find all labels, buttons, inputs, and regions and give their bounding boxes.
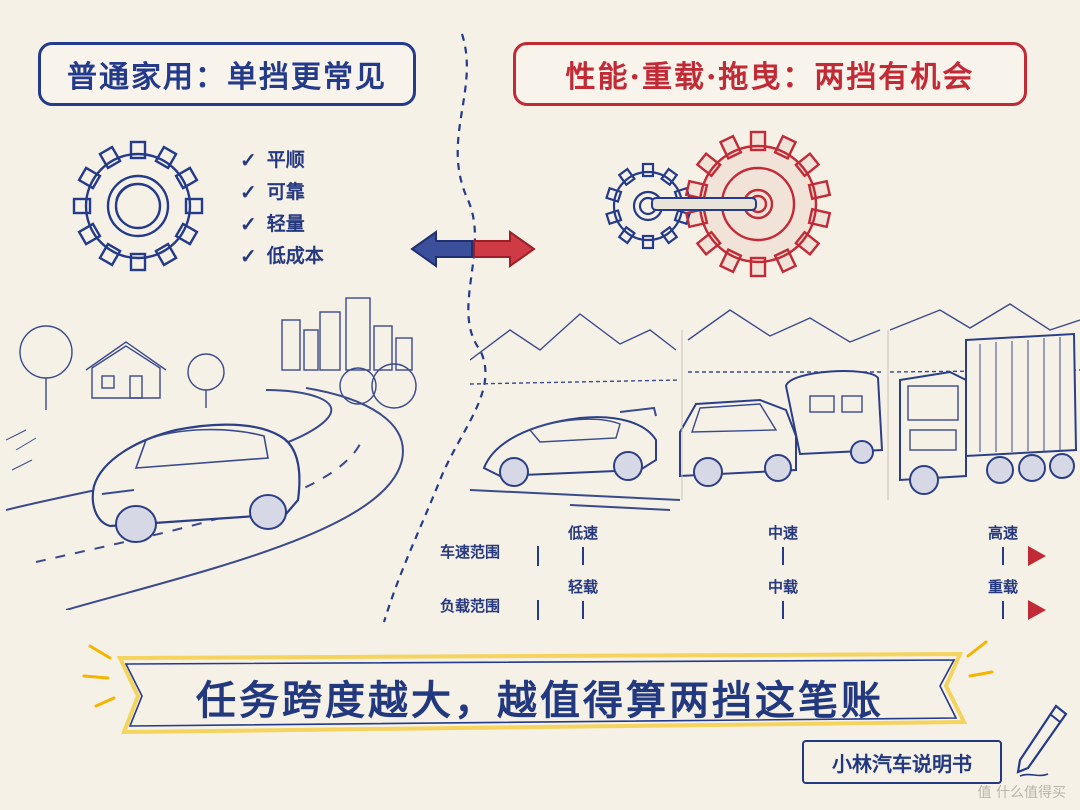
banner-message: 任务跨度越大，越值得算两挡这笔账	[196, 677, 884, 724]
gear-tooth	[660, 167, 679, 187]
gear-tooth	[718, 134, 743, 160]
speed-scale-bar	[537, 546, 1046, 566]
scale-tick-label: 中速	[767, 524, 799, 542]
gear-tooth	[184, 197, 204, 215]
scale-tick-label: 低速	[567, 524, 599, 542]
speed-scale-label: 车速范围	[440, 543, 501, 561]
gear-tooth	[617, 225, 636, 245]
gear-tooth	[98, 242, 122, 267]
scale-tick-label: 中载	[767, 578, 799, 596]
benefit-item: ✓ 轻量	[240, 208, 324, 240]
gear-tooth	[77, 166, 102, 190]
vehicle-illustrations	[470, 303, 1080, 511]
benefit-item: ✓ 可靠	[240, 176, 324, 208]
gear-tooth	[617, 167, 636, 187]
check-icon: ✓	[240, 148, 257, 172]
performance-scene	[470, 300, 1080, 520]
benefit-label: 平顺	[266, 149, 305, 171]
gear-pair-icon	[605, 130, 832, 278]
gear-tooth	[660, 225, 679, 245]
watermark: 值 什么值得买	[977, 785, 1066, 801]
gear-tooth	[773, 134, 798, 160]
scale-tick-label: 重载	[987, 578, 1019, 596]
gear-tooth	[154, 242, 178, 267]
family-car-illustration	[6, 297, 417, 610]
gear-tooth	[129, 252, 147, 272]
scale-tick-label: 高速	[987, 524, 1019, 542]
gear-tooth	[641, 162, 655, 178]
right-panel-title: 性能·重载·拖曳：两挡有机会	[513, 42, 1027, 106]
benefit-item: ✓ 低成本	[240, 240, 324, 272]
double-arrow-icon	[410, 230, 536, 268]
scale-tick-label: 轻载	[567, 578, 599, 596]
pen-icon	[1016, 704, 1068, 777]
gear-tooth	[605, 209, 623, 226]
gear-tooth	[129, 140, 147, 160]
gear-tooth	[718, 248, 743, 274]
gear-tooth	[695, 230, 722, 257]
gear-tooth	[794, 151, 821, 178]
scale-bars	[537, 546, 1046, 620]
banner-ribbon	[82, 640, 994, 735]
author-signature: 小林汽车说明书	[802, 740, 1002, 784]
benefit-item: ✓ 平顺	[240, 144, 324, 176]
gear-tooth	[77, 222, 102, 246]
gear-tooth	[174, 222, 199, 246]
gear-tooth	[641, 234, 655, 250]
family-car-scene	[6, 290, 436, 610]
gear-tooth	[72, 197, 92, 215]
left-panel-title: 普通家用：单挡更常见	[38, 42, 416, 106]
gear-icon	[72, 140, 204, 272]
benefit-label: 轻量	[266, 213, 305, 235]
benefit-label: 低成本	[266, 245, 324, 267]
check-icon: ✓	[240, 180, 257, 204]
gear-tooth	[154, 145, 178, 170]
benefit-list: ✓ 平顺 ✓ 可靠 ✓ 轻量 ✓ 低成本	[240, 144, 324, 272]
dashed-divider	[382, 33, 487, 623]
gear-tooth	[773, 248, 798, 274]
check-icon: ✓	[240, 212, 257, 236]
gear-tooth	[98, 145, 122, 170]
load-scale-label: 负载范围	[440, 597, 501, 615]
gear-tooth	[605, 186, 623, 203]
benefit-label: 可靠	[266, 181, 305, 203]
gear-tooth	[174, 166, 199, 190]
gear-tooth	[695, 151, 722, 178]
gear-tooth	[794, 230, 821, 257]
check-icon: ✓	[240, 244, 257, 268]
load-scale-bar	[537, 600, 1046, 620]
